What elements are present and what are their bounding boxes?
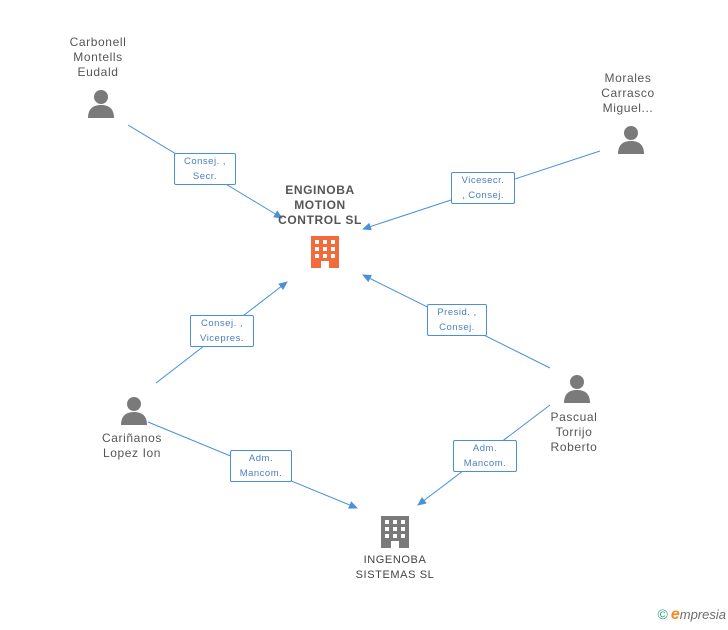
person-icon[interactable]: [86, 88, 116, 118]
company-enginoba-label[interactable]: ENGINOBA MOTION CONTROL SL: [278, 183, 362, 227]
relation-label[interactable]: Vicesecr. , Consej.: [451, 172, 515, 204]
brand-e: e: [670, 606, 680, 623]
relation-label[interactable]: Adm. Mancom.: [453, 440, 517, 472]
person-morales-label[interactable]: Morales Carrasco Miguel...: [601, 71, 655, 115]
company-ingenoba-label[interactable]: INGENOBA SISTEMAS SL: [355, 554, 435, 581]
building-icon[interactable]: [308, 234, 342, 270]
relation-label[interactable]: Consej. , Secr.: [174, 153, 236, 185]
relation-label[interactable]: Presid. , Consej.: [427, 304, 487, 336]
relation-label[interactable]: Adm. Mancom.: [230, 450, 292, 482]
person-icon[interactable]: [616, 124, 646, 154]
person-carbonell-label[interactable]: Carbonell Montells Eudald: [69, 35, 127, 79]
copyright-symbol: ©: [657, 606, 668, 622]
relation-label[interactable]: Consej. , Vicepres.: [190, 315, 254, 347]
empresia-brand[interactable]: ©empresia: [658, 606, 726, 624]
building-icon[interactable]: [378, 514, 412, 550]
person-carinanos-label[interactable]: Cariñanos Lopez Ion: [101, 431, 163, 460]
person-icon[interactable]: [119, 395, 149, 425]
person-pascual-label[interactable]: Pascual Torrijo Roberto: [550, 410, 598, 454]
person-icon[interactable]: [562, 373, 592, 403]
brand-rest: mpresia: [679, 607, 726, 622]
